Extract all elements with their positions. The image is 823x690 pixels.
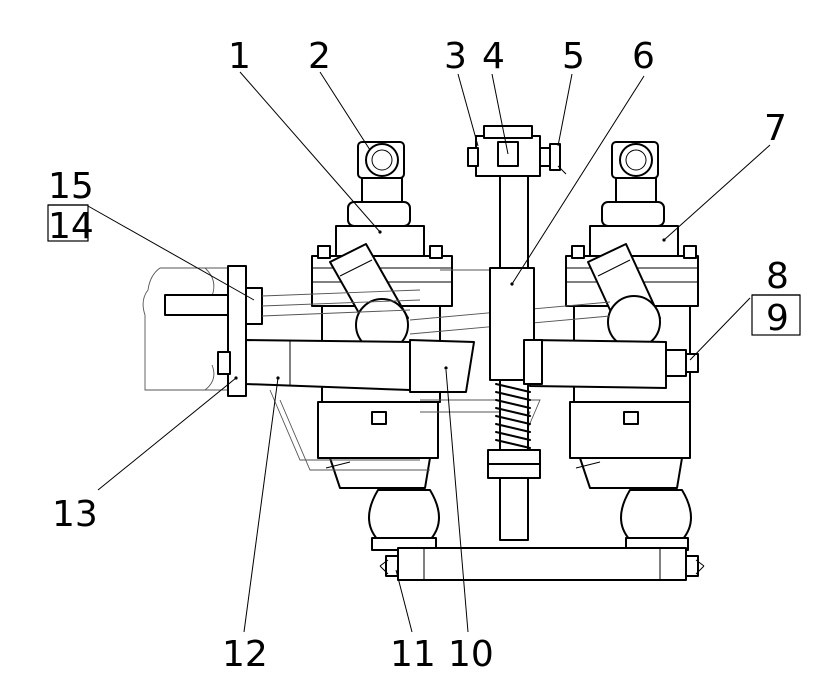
left-flange <box>164 265 263 397</box>
cross-tube <box>245 339 667 393</box>
center-rod <box>467 125 567 541</box>
leader-13 <box>97 377 237 491</box>
left-mounting-ghost <box>142 267 231 391</box>
leader-4 <box>491 73 509 155</box>
leader-3 <box>457 73 479 147</box>
callout-2: 2 <box>308 36 331 77</box>
leader-6 <box>511 75 645 285</box>
leader-7 <box>663 144 771 241</box>
leader-11 <box>395 569 413 633</box>
callout-7: 7 <box>764 108 787 149</box>
callout-5: 5 <box>562 36 585 77</box>
leader-10 <box>445 369 469 633</box>
callout-boxes <box>47 204 801 336</box>
leader-2 <box>319 71 371 151</box>
leader-lines <box>87 71 771 633</box>
leader-5 <box>557 73 573 147</box>
callout-4: 4 <box>482 36 505 77</box>
callout-labels: 1 2 3 4 5 6 7 8 9 10 11 12 13 14 15 <box>48 36 789 675</box>
callout-13: 13 <box>52 494 98 535</box>
callout-3: 3 <box>444 36 467 77</box>
callout-6: 6 <box>632 36 655 77</box>
callout-15: 15 <box>48 166 94 207</box>
callout-10: 10 <box>448 634 494 675</box>
leader-1 <box>239 71 381 233</box>
callout-8: 8 <box>766 256 789 297</box>
callout-14: 14 <box>48 206 94 247</box>
callout-9: 9 <box>766 298 789 339</box>
leader-12 <box>243 377 279 633</box>
leader-8 <box>689 297 751 361</box>
callout-11: 11 <box>390 634 436 675</box>
leader-15 <box>87 205 255 301</box>
callout-12: 12 <box>222 634 268 675</box>
bottom-frame <box>379 547 705 581</box>
callout-1: 1 <box>228 36 251 77</box>
